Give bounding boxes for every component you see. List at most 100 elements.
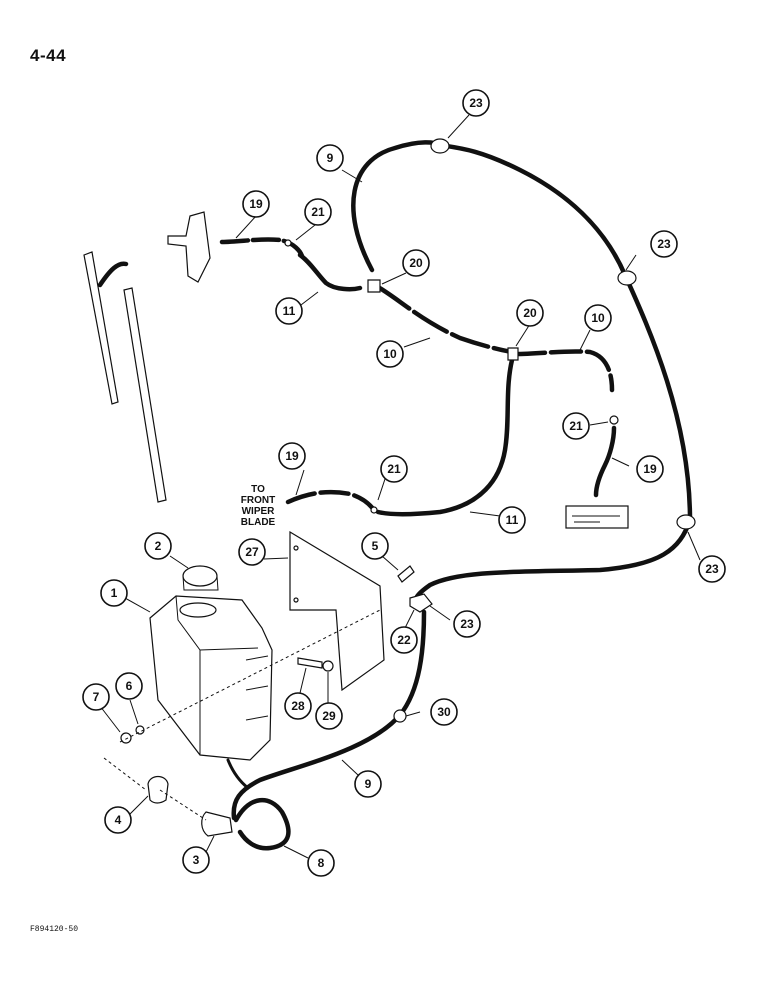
svg-text:9: 9 (327, 151, 334, 165)
callout-23: 23 (650, 230, 678, 258)
callout-9: 9 (316, 144, 344, 172)
svg-text:23: 23 (469, 96, 483, 110)
callout-8: 8 (307, 849, 335, 877)
svg-text:23: 23 (657, 237, 671, 251)
svg-text:21: 21 (387, 462, 401, 476)
svg-text:20: 20 (409, 256, 423, 270)
callout-10: 10 (584, 304, 612, 332)
svg-text:11: 11 (283, 304, 296, 318)
tank-ribs (245, 655, 269, 721)
wiper-nozzle (167, 211, 211, 283)
tank-edge (175, 595, 259, 755)
hoses (97, 140, 693, 851)
note-line-3: WIPER (242, 506, 276, 517)
callout-21: 21 (562, 412, 590, 440)
svg-text:10: 10 (383, 347, 397, 361)
wiper-arm (83, 251, 119, 405)
clip-23-right (617, 270, 637, 286)
svg-text:19: 19 (249, 197, 263, 211)
callout-9: 9 (354, 770, 382, 798)
callout-21: 21 (304, 198, 332, 226)
figure-code: F894120-50 (30, 925, 79, 934)
svg-text:19: 19 (285, 449, 299, 463)
front-wiper-note: TO FRONT WIPER BLADE (241, 484, 276, 528)
hose-11-lower (375, 357, 515, 517)
clip-23-lower (409, 593, 433, 613)
svg-text:10: 10 (591, 311, 605, 325)
fittings (284, 239, 619, 514)
svg-text:30: 30 (437, 705, 451, 719)
svg-text:28: 28 (291, 699, 305, 713)
clip-23-lower-right (676, 514, 696, 530)
svg-text:27: 27 (245, 545, 259, 559)
callout-22: 22 (390, 626, 418, 654)
svg-text:9: 9 (365, 777, 372, 791)
bracket-hole-a (293, 545, 299, 551)
note-line-1: TO (251, 484, 265, 495)
hose-10-right (512, 349, 615, 393)
tank-filler-neck (179, 602, 217, 618)
assembly-line-b (103, 757, 207, 821)
front-nozzle-decal (565, 505, 629, 529)
hose-19-right (593, 425, 617, 498)
svg-text:1: 1 (111, 586, 118, 600)
reservoir-tank (149, 565, 273, 761)
callout-5: 5 (361, 532, 389, 560)
hose-9-upper-loop (351, 140, 693, 523)
callout-6: 6 (115, 672, 143, 700)
svg-text:29: 29 (322, 709, 336, 723)
callout-23: 23 (462, 89, 490, 117)
connector-21-right (609, 415, 619, 425)
hose-19-lower (285, 489, 377, 513)
cap-2-side (182, 575, 219, 591)
svg-text:20: 20 (523, 306, 537, 320)
callout-30: 30 (430, 698, 458, 726)
tee-20-left (367, 279, 381, 293)
svg-text:3: 3 (193, 853, 200, 867)
washer-29 (322, 660, 334, 672)
callouts: 23 9 23 19 21 20 11 10 20 10 21 19 19 21… (82, 89, 726, 877)
nut-7 (120, 732, 132, 744)
svg-text:2: 2 (155, 539, 162, 553)
wiper-arm-tube (97, 261, 129, 288)
front-nozzle-plate (565, 505, 629, 529)
hardware (103, 565, 415, 837)
callout-19: 19 (636, 455, 664, 483)
svg-text:6: 6 (126, 679, 133, 693)
callout-7: 7 (82, 683, 110, 711)
front-nozzle-detail (572, 515, 620, 523)
svg-text:4: 4 (115, 813, 122, 827)
hose-9-to-pump (231, 609, 427, 821)
rear-wiper-assembly (83, 211, 211, 503)
bracket-27 (289, 530, 385, 692)
tank-body (149, 595, 273, 761)
hose-11-upper (297, 252, 363, 292)
callout-27: 27 (238, 538, 266, 566)
hose-19-upper (219, 237, 305, 259)
svg-text:19: 19 (643, 462, 657, 476)
clamp-4 (147, 775, 169, 804)
clip-23-top (430, 138, 450, 154)
leader-lines (99, 114, 701, 859)
connector-21-lower (370, 506, 378, 514)
callout-4: 4 (104, 806, 132, 834)
callout-19: 19 (242, 190, 270, 218)
callout-3: 3 (182, 846, 210, 874)
hose-8 (233, 797, 291, 851)
svg-text:21: 21 (311, 205, 325, 219)
hose-clips (409, 138, 696, 613)
wiper-blade (123, 287, 167, 503)
svg-text:23: 23 (460, 617, 474, 631)
callout-23: 23 (453, 610, 481, 638)
svg-text:5: 5 (372, 539, 379, 553)
bracket-hole-b (293, 597, 299, 603)
hose-10-main (375, 284, 515, 355)
assembly-line-a (119, 609, 381, 743)
note-line-2: FRONT (241, 495, 275, 506)
cap-2 (182, 565, 218, 587)
callout-10: 10 (376, 340, 404, 368)
pump-3 (201, 811, 233, 837)
page-number: 4-44 (30, 46, 67, 65)
callout-23: 23 (698, 555, 726, 583)
callout-28: 28 (284, 692, 312, 720)
